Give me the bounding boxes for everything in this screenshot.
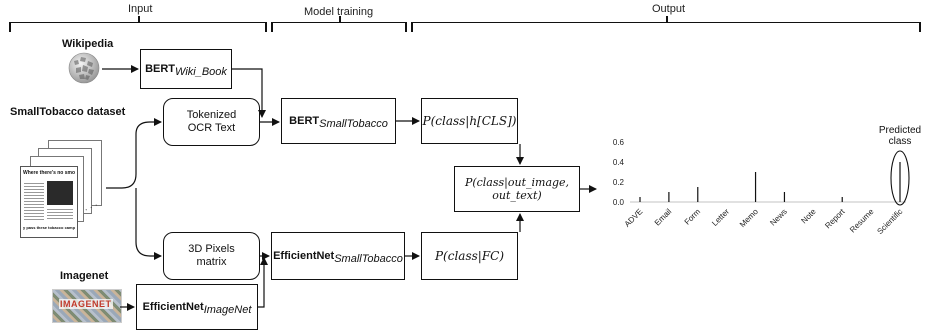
pixels-matrix-box: 3D Pixels matrix xyxy=(163,232,260,280)
document-stack-image: Where there's no smoke y pass these toba… xyxy=(10,140,105,240)
doc-headline: Where there's no smoke xyxy=(23,170,75,176)
p-fused-label: P(class|out_image, out_text) xyxy=(464,176,570,202)
training-brace xyxy=(271,16,407,35)
predicted-class-annotation: class xyxy=(889,136,912,147)
doc-footer-text: y pass these tobacco campaign-smoker r xyxy=(23,225,75,230)
p-text-box: P(class|h[CLS]) xyxy=(421,98,518,144)
pixels-label: 3D Pixels matrix xyxy=(188,243,235,268)
bert-st-sub: SmallTobacco xyxy=(319,117,388,130)
bert-wiki-main: BERT xyxy=(145,62,176,75)
smalltobacco-label: SmallTobacco dataset xyxy=(10,106,126,118)
predicted-class-annotation: Predicted xyxy=(879,125,921,136)
section-training-title: Model training xyxy=(304,6,374,18)
x-tick-label: Resume xyxy=(848,207,876,235)
section-input-title: Input xyxy=(128,3,153,15)
x-tick-label: ADVE xyxy=(623,207,645,229)
bert-st-main: BERT xyxy=(289,114,320,127)
bert-wiki-book-box: BERTWiki_Book xyxy=(140,49,232,89)
eff-in-sub: ImageNet xyxy=(203,303,252,316)
tokenized-label: Tokenized OCR Text xyxy=(186,109,237,134)
x-tick-label: Form xyxy=(683,207,703,227)
x-tick-label: Memo xyxy=(738,207,760,229)
x-tick-label: Report xyxy=(823,207,847,231)
p-text-label: P(class|h[CLS]) xyxy=(422,113,517,128)
eff-st-sub: SmallTobacco xyxy=(334,252,403,265)
bert-smalltobacco-box: BERTSmallTobacco xyxy=(281,98,396,144)
imagenet-label: Imagenet xyxy=(60,270,109,282)
section-output-title: Output xyxy=(652,3,686,15)
imagenet-logo-text: IMAGENET xyxy=(59,299,113,309)
x-tick-label: Scientific xyxy=(875,207,904,236)
eff-st-main: EfficientNet xyxy=(273,249,335,262)
x-tick-label: Letter xyxy=(710,207,731,228)
predicted-class-ellipse xyxy=(890,150,910,206)
p-fused-box: P(class|out_image, out_text) xyxy=(454,166,580,212)
y-tick-label: 0.2 xyxy=(613,178,625,187)
output-brace xyxy=(411,16,921,35)
tokenized-ocr-text-box: Tokenized OCR Text xyxy=(163,98,260,146)
efficientnet-smalltobacco-box: EfficientNetSmallTobacco xyxy=(271,232,405,280)
wikipedia-globe-icon xyxy=(68,52,100,84)
efficientnet-imagenet-box: EfficientNetImageNet xyxy=(136,284,258,330)
y-tick-label: 0.0 xyxy=(613,198,625,207)
eff-in-main: EfficientNet xyxy=(142,300,204,313)
y-tick-label: 0.6 xyxy=(613,138,625,147)
x-tick-label: Email xyxy=(653,207,674,228)
y-tick-label: 0.4 xyxy=(613,158,625,167)
x-tick-label: Note xyxy=(799,207,818,226)
x-tick-label: News xyxy=(768,207,789,228)
p-fc-label: P(class|FC) xyxy=(434,248,505,263)
input-brace xyxy=(9,16,267,35)
bert-wiki-sub: Wiki_Book xyxy=(175,65,227,78)
wikipedia-label: Wikipedia xyxy=(62,38,114,50)
p-fc-box: P(class|FC) xyxy=(421,232,518,280)
imagenet-logo-image: IMAGENET xyxy=(52,289,122,323)
